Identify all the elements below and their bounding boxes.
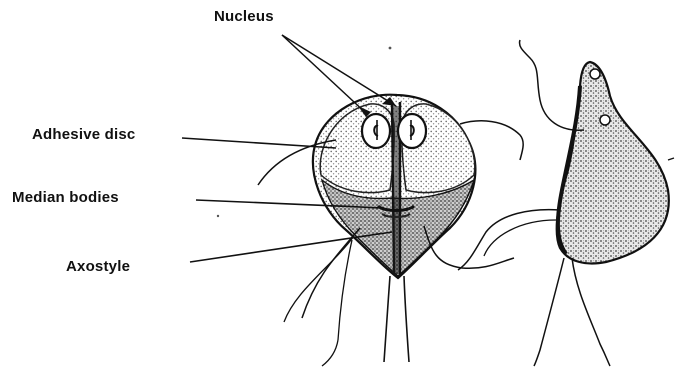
nucleus-label: Nucleus xyxy=(214,8,274,25)
side-flagellum-caudal xyxy=(572,258,610,366)
adhesive-disc-leader xyxy=(182,138,336,148)
side-flagellum-ventral xyxy=(458,210,560,270)
side-body-outline xyxy=(557,62,669,263)
caudal-flagellum-left xyxy=(384,276,390,362)
trophozoite-side-view xyxy=(458,40,674,366)
median-bodies-label: Median bodies xyxy=(12,189,119,206)
nucleus-left xyxy=(362,114,390,148)
nucleus-right xyxy=(398,114,426,148)
adhesive-disc-label: Adhesive disc xyxy=(32,126,135,143)
axostyle-leader xyxy=(190,232,392,262)
nucleus-leader-left xyxy=(282,35,368,115)
axostyle-label: Axostyle xyxy=(66,258,130,275)
trophozoite-front-view xyxy=(258,95,523,366)
side-flagellum-anterior xyxy=(519,40,584,130)
nucleus-leader-right xyxy=(282,35,396,106)
caudal-flagellum-right xyxy=(404,276,409,362)
